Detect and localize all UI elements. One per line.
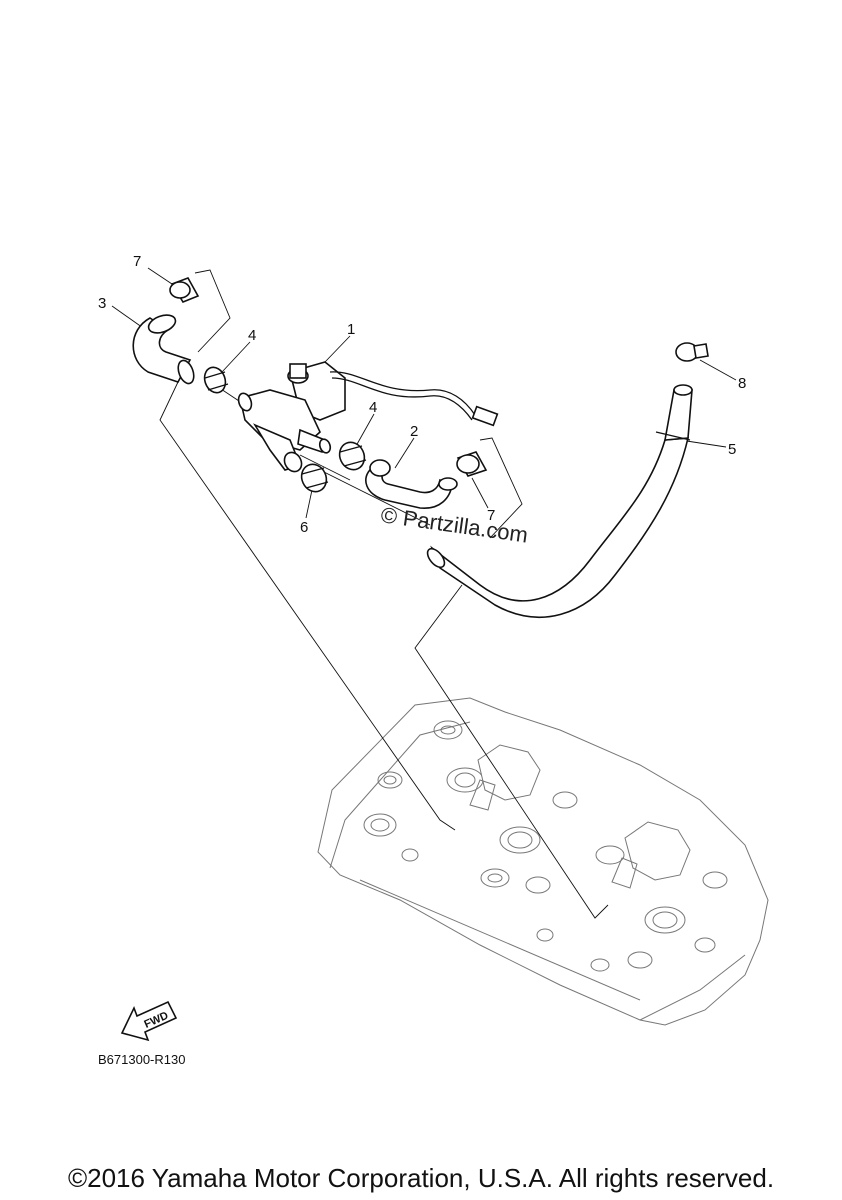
part-6-clamp [300,463,329,493]
callout-4-middle: 4 [369,399,377,416]
drawing-code: B671300-R130 [98,1052,185,1067]
part-3-elbow-hose [132,314,195,385]
callout-8: 8 [738,375,746,392]
callout-7-upper: 7 [133,253,141,270]
forward-direction-arrow: FWD [120,1000,178,1042]
part-7-clamp-upper [169,277,200,303]
copyright-notice: ©2016 Yamaha Motor Corporation, U.S.A. A… [67,1163,775,1193]
callout-7-lower: 7 [487,507,495,524]
cylinder-head-illustration [317,697,769,1026]
callout-2: 2 [410,423,418,440]
part-5-long-hose [426,384,693,618]
part-1-air-cut-valve [237,361,499,473]
partzilla-watermark: © Partzilla.com [379,502,529,547]
part-4-clamp-left [203,366,229,394]
callout-3: 3 [98,295,106,312]
callout-5: 5 [728,441,736,458]
part-2-hose [365,459,458,509]
callout-6: 6 [300,519,308,536]
callout-4-left: 4 [248,327,256,344]
part-8-clamp [675,342,709,362]
part-7-clamp-lower [456,451,488,477]
part-4-clamp-middle [338,441,367,471]
assembly-leader-lines [111,267,737,919]
callout-1: 1 [347,321,355,338]
